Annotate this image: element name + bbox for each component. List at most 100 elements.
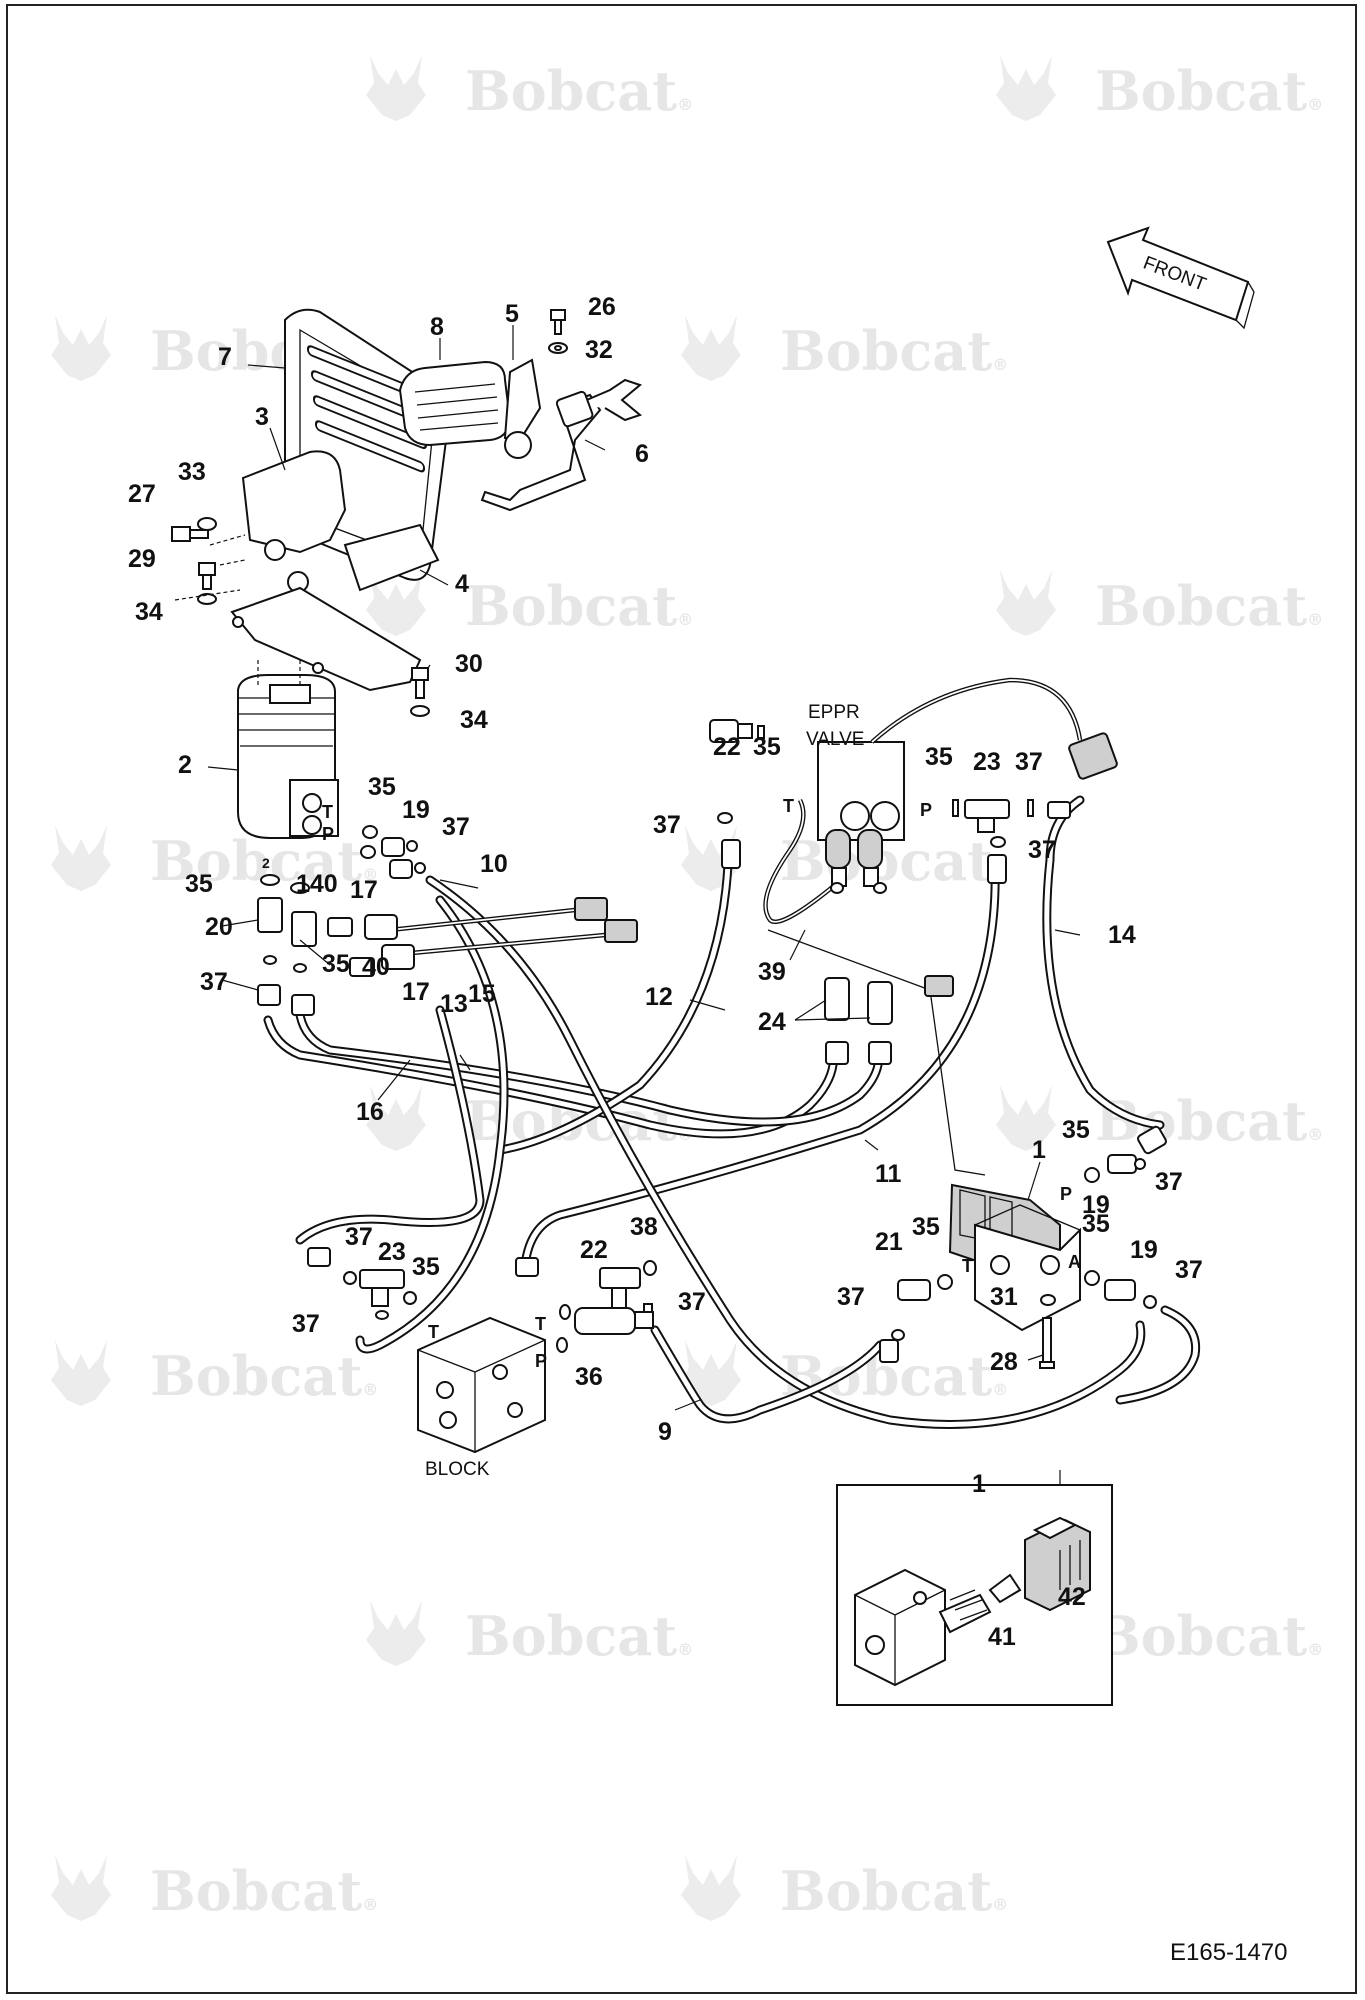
callout-label: 35 bbox=[368, 773, 396, 801]
callout-label: 37 bbox=[1155, 1168, 1183, 1196]
callout-label: 41 bbox=[988, 1623, 1016, 1651]
watermark-layer: Bobcat® Bobcat® Bobcat® Bobcat® Bobcat® … bbox=[51, 55, 1323, 1923]
callout-label: 30 bbox=[455, 650, 483, 678]
callout-label: 35 bbox=[912, 1213, 940, 1241]
watermark-registered-mark: ® bbox=[1307, 610, 1323, 629]
oring-37d-icon bbox=[1027, 799, 1034, 817]
callout-label: 37 bbox=[837, 1283, 865, 1311]
connector-39-icon bbox=[924, 975, 954, 997]
watermark-logo-icon bbox=[681, 315, 741, 381]
eppr-label-line2: VALVE bbox=[806, 729, 864, 750]
elbow-21-icon bbox=[897, 1279, 931, 1301]
callout-label: 13 bbox=[440, 990, 468, 1018]
connector-17a-icon bbox=[574, 897, 608, 921]
pedal-treads bbox=[307, 345, 429, 473]
callout-label: 21 bbox=[875, 1228, 903, 1256]
eppr-label-line1: EPPR bbox=[808, 702, 860, 723]
watermark-logo-icon bbox=[996, 1085, 1056, 1151]
watermark-logo-icon bbox=[51, 1855, 111, 1921]
callout-label: 23 bbox=[973, 748, 1001, 776]
connector-plug-icon bbox=[1068, 732, 1118, 780]
port-labels: T P 2 T P P T A T T P bbox=[262, 796, 1081, 1371]
oring-35d-icon bbox=[757, 725, 765, 739]
callout-label: 38 bbox=[630, 1213, 658, 1241]
pilot-valve-2 bbox=[237, 660, 339, 839]
callout-label: 35 bbox=[925, 743, 953, 771]
watermark-registered-mark: ® bbox=[362, 1895, 378, 1914]
watermark-text: Bobcat® bbox=[465, 59, 693, 123]
fitting-19b-icon bbox=[1107, 1154, 1137, 1174]
valve-block-1 bbox=[974, 1223, 1081, 1332]
watermark-registered-mark: ® bbox=[362, 1380, 378, 1399]
fitting-24b-icon bbox=[867, 981, 893, 1025]
watermark-logo-icon bbox=[366, 55, 426, 121]
port-label: P bbox=[920, 800, 932, 820]
watermark-text: Bobcat® bbox=[1095, 59, 1323, 123]
bolt-29-icon bbox=[198, 562, 216, 590]
fitting-24a-icon bbox=[824, 977, 850, 1021]
port-label: T bbox=[783, 796, 794, 816]
watermark-registered-mark: ® bbox=[992, 1380, 1008, 1399]
callout-label: 37 bbox=[1175, 1256, 1203, 1284]
callout-label: 37 bbox=[200, 968, 228, 996]
watermark-1: Bobcat® bbox=[366, 55, 693, 123]
watermark-text: Bobcat® bbox=[1095, 1604, 1323, 1668]
connector-17b-icon bbox=[604, 919, 638, 943]
wire-harness bbox=[389, 677, 1083, 1176]
port-label: T bbox=[428, 1322, 439, 1342]
sensor-17b-icon bbox=[381, 944, 415, 970]
bolt-26-icon bbox=[550, 309, 566, 321]
callout-label: 37 bbox=[678, 1288, 706, 1316]
callout-label: 35 bbox=[1062, 1116, 1090, 1144]
port-label: T bbox=[535, 1314, 546, 1334]
callout-label: 15 bbox=[468, 980, 496, 1008]
front-arrow-icon bbox=[1106, 226, 1250, 322]
sensor-lead bbox=[767, 929, 986, 1176]
fitting-40-icon bbox=[349, 957, 375, 977]
callout-label: 14 bbox=[1108, 921, 1136, 949]
eppr-label: EPPR VALVE bbox=[806, 702, 864, 750]
callout-label: 1 bbox=[1032, 1136, 1046, 1164]
fitting-19a-icon bbox=[381, 837, 405, 857]
port-label: P bbox=[1060, 1184, 1072, 1204]
washer-31-icon bbox=[1040, 1294, 1056, 1306]
watermark-registered-mark: ® bbox=[992, 355, 1008, 374]
callout-label: 37 bbox=[1028, 836, 1056, 864]
watermark-registered-mark: ® bbox=[1307, 1125, 1323, 1144]
watermark-15: Bobcat® bbox=[51, 1855, 378, 1923]
callout-label: 22 bbox=[713, 733, 741, 761]
watermark-logo-icon bbox=[51, 1340, 111, 1406]
port-label: A bbox=[1068, 1252, 1081, 1272]
watermark-text: Bobcat® bbox=[150, 1344, 378, 1408]
port-label: T bbox=[962, 1256, 973, 1276]
callout-label: 32 bbox=[585, 336, 613, 364]
watermark-text: Bobcat® bbox=[780, 319, 1008, 383]
callout-label: 29 bbox=[128, 545, 156, 573]
watermark-logo-icon bbox=[366, 1600, 426, 1666]
watermark-registered-mark: ® bbox=[677, 95, 693, 114]
base-plate bbox=[230, 586, 422, 692]
knob-icon bbox=[574, 378, 643, 422]
pedal-pad-4 bbox=[343, 523, 440, 592]
callout-label: 11 bbox=[875, 1160, 902, 1188]
callout-label: 5 bbox=[505, 300, 519, 328]
watermark-text: Bobcat® bbox=[780, 1859, 1008, 1923]
callout-label: 7 bbox=[218, 343, 232, 371]
callout-label: 16 bbox=[356, 1098, 384, 1126]
bolt-30-icon bbox=[411, 667, 429, 699]
callout-label: 140 bbox=[296, 870, 338, 898]
callout-label: 37 bbox=[345, 1223, 373, 1251]
sensor-17a-icon bbox=[364, 914, 398, 940]
callout-label: 24 bbox=[758, 1008, 786, 1036]
small-pedal-8 bbox=[398, 360, 512, 447]
callout-label: 2 bbox=[178, 751, 192, 779]
callout-label: 37 bbox=[442, 813, 470, 841]
oring-38-icon bbox=[643, 1260, 657, 1276]
leader-lines bbox=[207, 325, 1081, 1485]
bolt-28-icon bbox=[1042, 1317, 1052, 1365]
drawing-number: E165-1470 bbox=[1170, 1939, 1287, 1966]
callout-label: 39 bbox=[758, 958, 786, 986]
detail-inset-1 bbox=[836, 1484, 1113, 1706]
callout-label: 27 bbox=[128, 480, 156, 508]
